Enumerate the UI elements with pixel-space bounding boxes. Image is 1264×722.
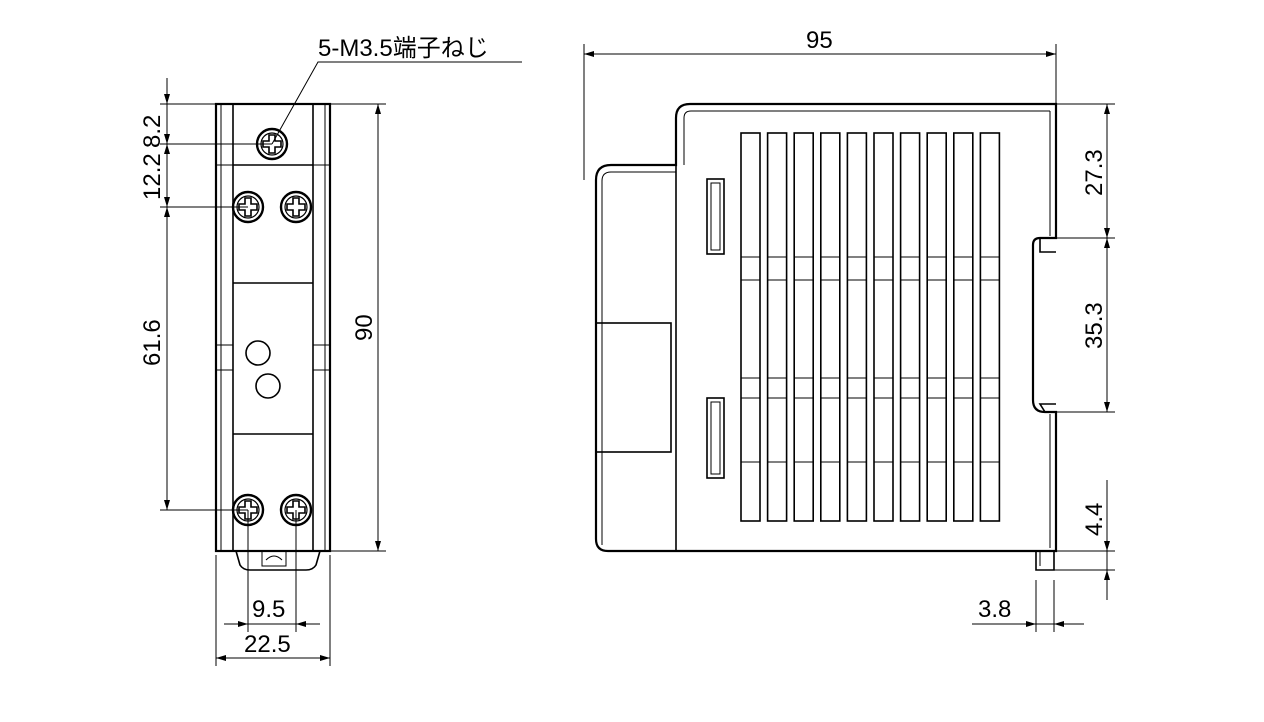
vent-column xyxy=(926,132,948,522)
vent-column xyxy=(766,132,788,522)
callout-text: 5-M3.5端子ねじ xyxy=(318,35,489,62)
dim-clip: 3.8 xyxy=(978,596,1011,623)
vent-column xyxy=(979,132,1001,522)
vent-slot xyxy=(706,397,725,479)
vent-slot xyxy=(706,178,725,255)
dim-total-height: 90 xyxy=(351,314,378,341)
dim-depth: 95 xyxy=(806,27,833,54)
front-body-outline xyxy=(214,102,332,553)
vent-column xyxy=(793,132,815,522)
side-body-outline xyxy=(594,102,1058,553)
vent-column xyxy=(846,132,868,522)
vent-column xyxy=(952,132,974,522)
side-view: 95 27.3 35.3 4.4 3.8 xyxy=(583,27,1115,632)
din-clip xyxy=(235,550,321,571)
dim-width: 22.5 xyxy=(244,631,291,658)
dim-lower: 4.4 xyxy=(1081,503,1108,536)
led-indicator xyxy=(245,340,271,366)
label-plate xyxy=(595,322,672,453)
dim-top-b: 8.2 xyxy=(139,115,166,148)
vent-column xyxy=(740,132,761,522)
bottom-clip xyxy=(1035,551,1055,571)
dim-top-a: 12.2 xyxy=(139,153,166,200)
terminal-screw xyxy=(279,190,313,224)
vent-column xyxy=(819,132,841,522)
vent-column xyxy=(899,132,921,522)
dim-rail: 35.3 xyxy=(1081,302,1108,349)
dim-upper: 27.3 xyxy=(1081,149,1108,196)
dim-center-height: 61.6 xyxy=(139,319,166,366)
vent-column xyxy=(873,132,894,522)
led-indicator xyxy=(255,373,281,399)
dim-screw-pitch: 9.5 xyxy=(252,596,285,623)
front-view: 5-M3.5端子ねじ 12.2 8.2 61.6 90 9.5 xyxy=(139,35,522,666)
